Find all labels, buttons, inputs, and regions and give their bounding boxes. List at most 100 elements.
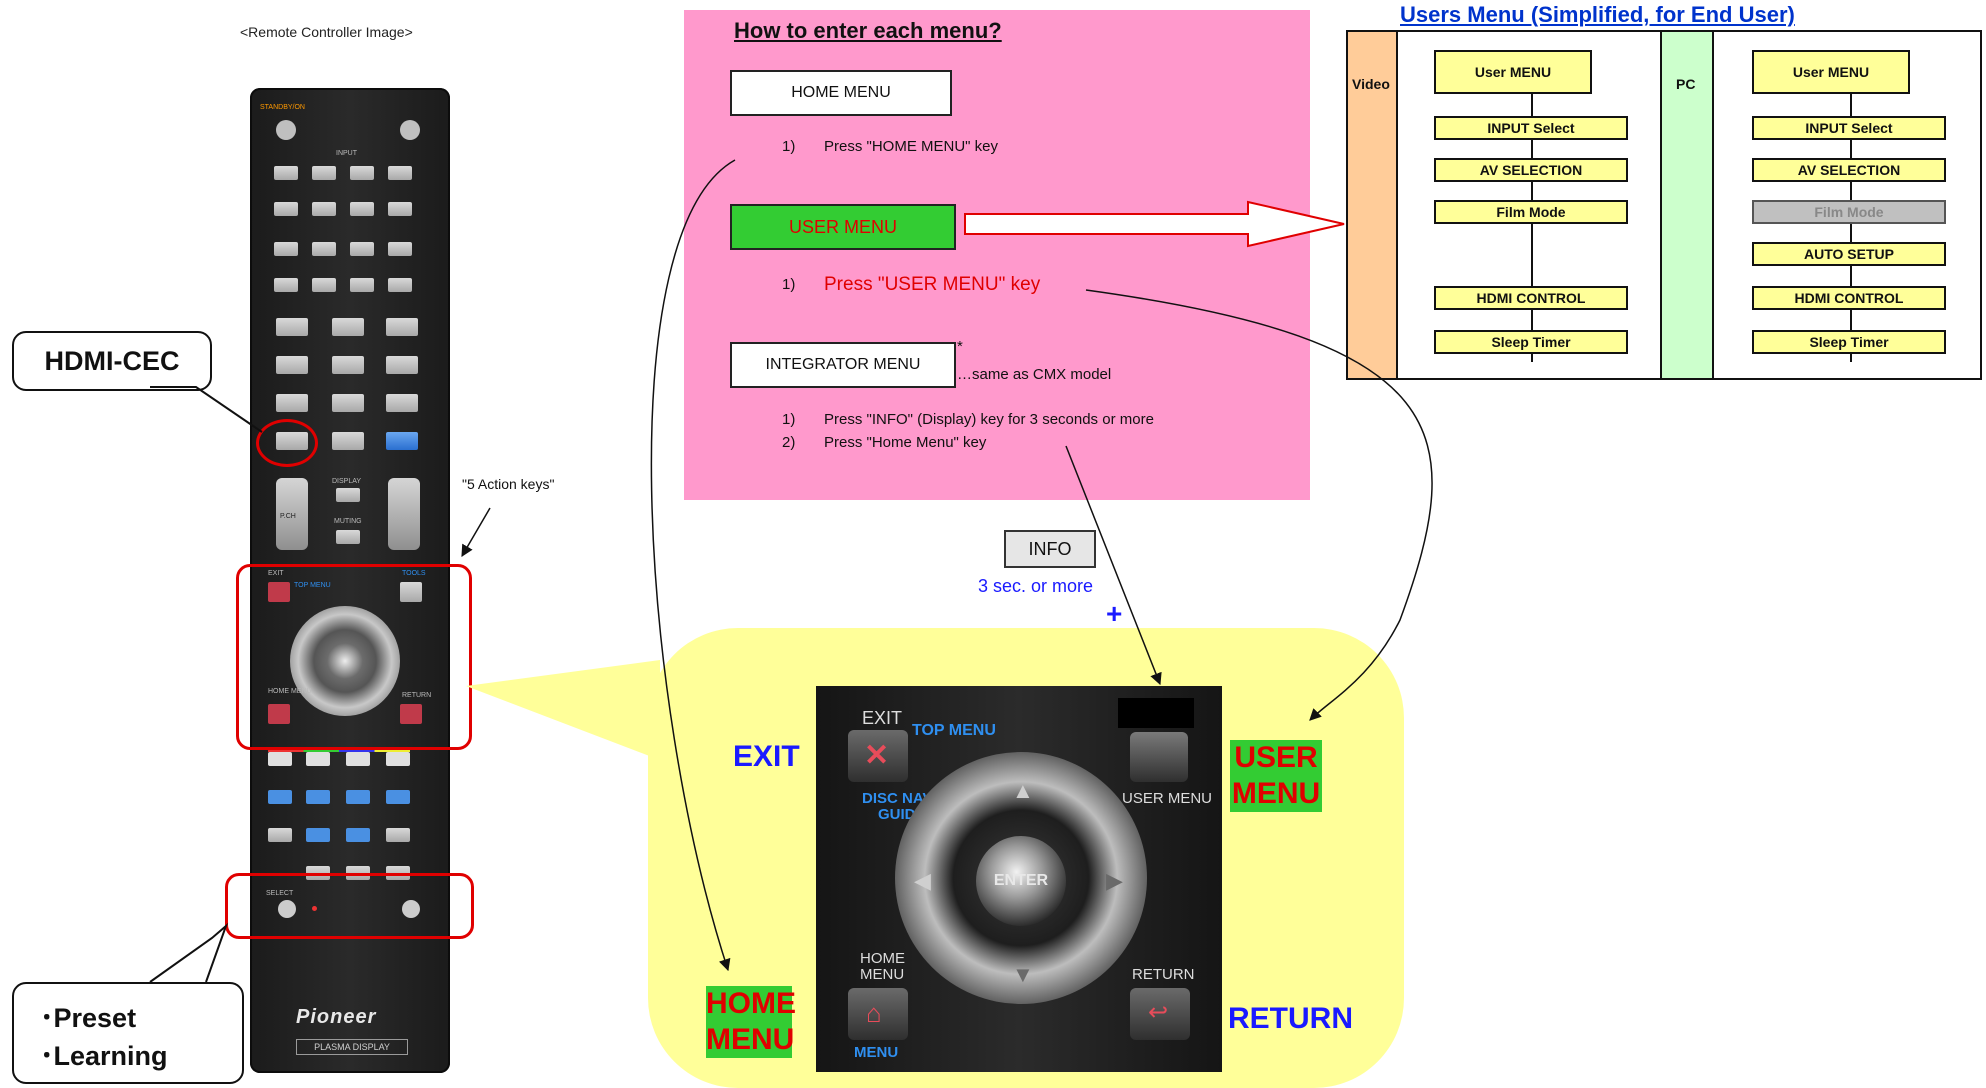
color-button-blue[interactable] [386,752,410,766]
input-button-8[interactable] [388,202,412,216]
closeup-home-menu-label: MENU [860,966,905,983]
input-button-4[interactable] [388,166,412,180]
integrator-note: …same as CMX model [957,366,1112,383]
preset-label: ･Preset [40,1003,137,1033]
input-button-7[interactable] [350,202,374,216]
input-button-3[interactable] [350,166,374,180]
number-key-0[interactable] [332,432,364,450]
swap-button[interactable] [350,242,374,256]
panel-title: How to enter each menu? [734,18,1002,43]
closeup-menu-bottom-label: MENU [854,1044,899,1061]
number-key-5[interactable] [332,356,364,374]
source-sub-button[interactable] [268,828,292,842]
number-key-7[interactable] [276,394,308,412]
playback-button-4[interactable] [386,790,410,804]
number-key-2[interactable] [332,318,364,336]
right-arrow-icon[interactable]: ▶ [1106,868,1123,893]
integrator-asterisk: * [957,338,963,355]
playback-button-3[interactable] [346,790,370,804]
top-menu-label-small: TOP MENU [294,582,331,589]
auto-setup-button[interactable] [312,278,336,292]
av-selection-button[interactable] [274,278,298,292]
video-hdmi-control: HDMI CONTROL [1434,286,1628,310]
source-button[interactable] [400,120,420,140]
ch-return-button[interactable] [386,432,418,450]
select-button[interactable] [278,900,296,918]
home-menu-button-small[interactable] [268,704,290,724]
return-button-small[interactable] [400,704,422,724]
video-av-selection: AV SELECTION [1434,158,1628,182]
learning-label: ･Learning [40,1041,168,1071]
indicator-led [312,906,317,911]
down-arrow-icon[interactable]: ▼ [1012,962,1034,987]
skip-back-button[interactable] [306,828,330,842]
integrator-step-2-number: 2) [782,434,796,451]
playback-button-1[interactable] [268,790,292,804]
home-step-number: 1) [782,138,796,155]
return-button[interactable]: ↩ [1130,988,1190,1040]
number-key-8[interactable] [332,394,364,412]
ch-label: P.CH [280,513,296,520]
standby-label: STANDBY/ON [260,104,305,111]
user-menu-button[interactable] [1130,732,1188,782]
input-button-1[interactable] [274,166,298,180]
user-menu-button-small[interactable] [400,582,422,602]
color-button-green[interactable] [306,752,330,766]
color-strip [268,750,410,752]
dvd-hdd-button[interactable] [386,828,410,842]
display-label: DISPLAY [332,478,362,485]
split-button[interactable] [274,242,298,256]
brand-logo: Pioneer [296,1006,377,1028]
video-user-menu: User MENU [1434,50,1592,94]
volume-rocker[interactable] [388,478,420,550]
power-button[interactable] [276,120,296,140]
exit-label-small: EXIT [268,570,284,577]
number-key-4[interactable] [276,356,308,374]
exit-button-small[interactable] [268,582,290,602]
input-button-6[interactable] [312,202,336,216]
preset-learning-callout: ･Preset ･Learning [12,982,244,1084]
freeze-button[interactable] [350,278,374,292]
close-icon: ✕ [864,739,890,772]
skip-forward-button[interactable] [346,828,370,842]
number-key-6[interactable] [386,356,418,374]
color-button-yellow[interactable] [346,752,370,766]
preset-callout-tail [149,922,229,983]
number-key-3[interactable] [386,318,418,336]
zoom-wedge [466,660,660,760]
number-key-1[interactable] [276,318,308,336]
exit-side-label: EXIT [733,740,800,773]
pc-hdmi-control: HDMI CONTROL [1752,286,1946,310]
learning-button[interactable] [402,900,420,918]
enter-button[interactable] [976,836,1066,926]
integrator-step-1-text: Press "INFO" (Display) key for 3 seconds… [824,411,1154,428]
pc-sleep-timer: Sleep Timer [1752,330,1946,354]
color-button-red[interactable] [268,752,292,766]
left-arrow-icon[interactable]: ◀ [914,868,931,893]
screen-size-button[interactable] [388,278,412,292]
display-button[interactable] [336,488,360,502]
enter-button-small[interactable] [327,643,363,679]
input-button-2[interactable] [312,166,336,180]
sub-input-button[interactable] [312,242,336,256]
exit-button[interactable]: ✕ [848,730,908,782]
home-menu-button[interactable]: ⌂ [848,988,908,1040]
up-arrow-icon[interactable]: ▲ [1012,778,1034,803]
video-connector [1531,92,1533,362]
closeup-return-label: RETURN [1132,966,1195,983]
home-menu-side-label: HOME MENU [706,986,796,1058]
muting-label: MUTING [334,518,362,525]
input-button-5[interactable] [274,202,298,216]
pip-shift-button[interactable] [388,242,412,256]
input-label: INPUT [336,150,357,157]
return-label-small: RETURN [402,692,432,699]
playback-button-2[interactable] [306,790,330,804]
muting-button[interactable] [336,530,360,544]
pc-auto-setup: AUTO SETUP [1752,242,1946,266]
user-menu-arrow [1085,289,1433,721]
pc-film-mode-disabled: Film Mode [1752,200,1946,224]
channel-rocker[interactable] [276,478,308,550]
info-hold-text: 3 sec. or more [978,576,1094,596]
integrator-step-1-number: 1) [782,411,796,428]
number-key-9[interactable] [386,394,418,412]
